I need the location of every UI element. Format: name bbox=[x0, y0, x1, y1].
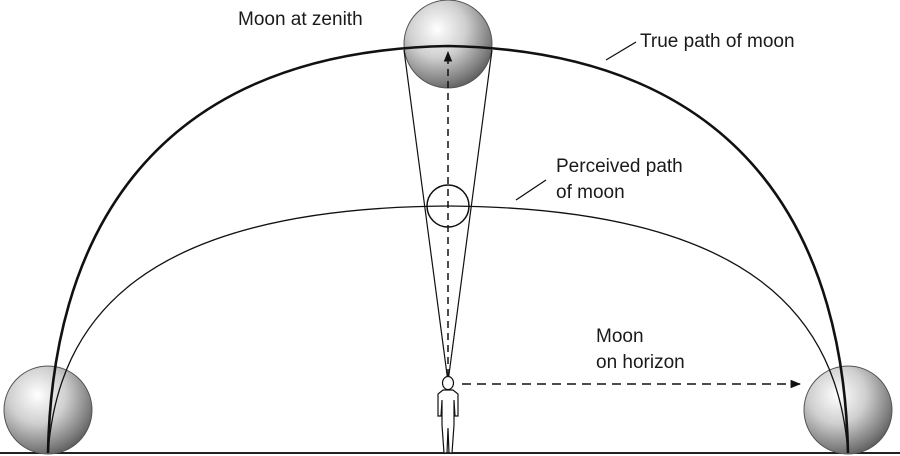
label-perceived-path-line1: Perceived path bbox=[556, 156, 683, 177]
perceived-path-leader bbox=[515, 179, 547, 201]
vision-cone-right bbox=[447, 49, 493, 383]
moon-right-horizon bbox=[803, 365, 893, 455]
observer-figure bbox=[437, 375, 459, 454]
label-horizon-line1: Moon bbox=[596, 326, 644, 347]
moon-left-horizon bbox=[3, 365, 93, 455]
true-path-leader bbox=[605, 41, 637, 61]
label-horizon-line2: on horizon bbox=[596, 352, 685, 373]
true-path-arc bbox=[46, 44, 850, 454]
label-perceived-path-line2: of moon bbox=[556, 182, 625, 203]
label-true-path: True path of moon bbox=[640, 31, 795, 52]
label-moon-at-zenith: Moon at zenith bbox=[238, 9, 363, 30]
vision-cone-left bbox=[403, 49, 449, 383]
